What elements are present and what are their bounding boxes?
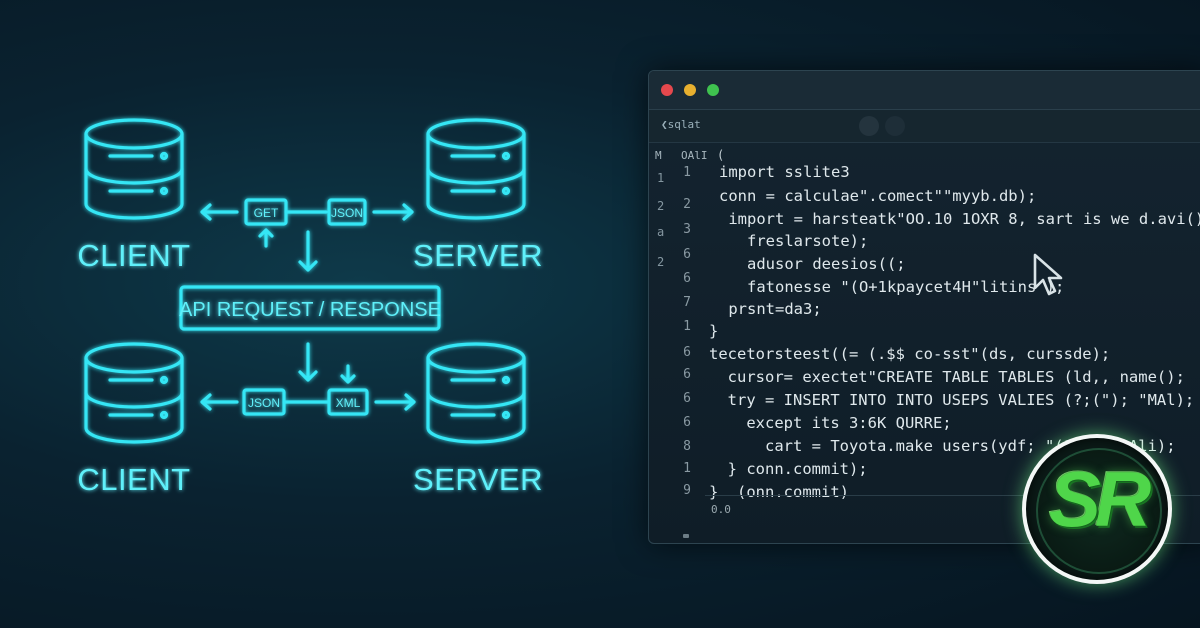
- close-button[interactable]: [661, 84, 673, 96]
- code-line: tecetorsteest((= (.$$ co-sst"(ds, curssd…: [709, 345, 1111, 363]
- breadcrumb-brace: (: [717, 148, 725, 162]
- client-label-top: CLIENT: [77, 238, 190, 273]
- editor-status: 0.0: [711, 503, 731, 516]
- server-db-icon-bottom: [426, 342, 526, 444]
- breadcrumb-label[interactable]: OAlI: [681, 149, 708, 162]
- search-icon[interactable]: [885, 116, 905, 136]
- code-line: conn = calculae".comect""myyb.db);: [719, 187, 1037, 205]
- line-number: 1: [683, 165, 691, 180]
- code-line: prsnt=da3;: [719, 300, 822, 318]
- line-number: 6: [683, 391, 691, 406]
- tag-json-top: JSON: [331, 206, 363, 220]
- editor-titlebar: [649, 71, 1200, 110]
- line-number: 6: [683, 415, 691, 430]
- code-line: import = harsteatk"OO.10 1OXR 8, sart is…: [719, 210, 1200, 228]
- tab-label[interactable]: ❮sqlat: [661, 118, 701, 131]
- outer-gutter-line: 2: [657, 199, 665, 213]
- file-icon: M: [655, 149, 662, 162]
- outer-gutter-line: 2: [657, 255, 665, 269]
- tab-action-icon[interactable]: [859, 116, 879, 136]
- line-number: 3: [683, 222, 691, 237]
- minimize-button[interactable]: [684, 84, 696, 96]
- code-line: freslarsote);: [719, 232, 869, 250]
- line-number: 8: [683, 439, 691, 454]
- tag-get: GET: [254, 206, 279, 220]
- arrows-bottom: [200, 342, 416, 416]
- breadcrumb: M OAlI (: [649, 143, 1200, 171]
- client-label-bottom: CLIENT: [77, 462, 190, 497]
- code-line: fatonesse "(O+1kpaycet4H"litins );: [719, 278, 1065, 296]
- client-db-icon-top: [84, 118, 184, 220]
- api-request-label: API REQUEST / RESPONSE: [179, 299, 441, 321]
- code-line: except its 3:6K QURRE;: [709, 414, 952, 432]
- code-editor-window: ❮sqlat M OAlI ( 1 2 a 2 1 2 3 6 6 7 1 6 …: [648, 70, 1200, 544]
- outer-gutter-line: 1: [657, 171, 665, 185]
- api-request-box: [179, 285, 441, 331]
- line-number: 1: [683, 461, 691, 476]
- server-db-icon-top: [426, 118, 526, 220]
- code-line: adusor deesios((;: [719, 255, 906, 273]
- server-label-bottom: SERVER: [413, 462, 543, 497]
- line-number: 1: [683, 319, 691, 334]
- api-diagram: CLIENT SERVER CLIENT SERVER GET JSON API…: [77, 118, 543, 497]
- code-line: cart = Toyota.make users(ydf; "(1); ","A…: [709, 437, 1176, 455]
- arrows-top: [200, 198, 414, 272]
- tag-xml: XML: [336, 396, 361, 410]
- code-line: }: [709, 322, 719, 340]
- code-line: } conn.commit);: [709, 460, 868, 478]
- logo-inner: [1036, 448, 1162, 574]
- maximize-button[interactable]: [707, 84, 719, 96]
- line-number: 6: [683, 345, 691, 360]
- line-number: 6: [683, 271, 691, 286]
- mouse-pointer-icon: [1033, 253, 1063, 296]
- outer-gutter-line: a: [657, 225, 665, 239]
- line-number: 7: [683, 295, 691, 310]
- line-number: 6: [683, 247, 691, 262]
- line-number: 2: [683, 197, 691, 212]
- code-line: cursor= exectet"CREATE TABLE TABLES (ld,…: [709, 368, 1185, 386]
- editor-tabbar: ❮sqlat: [649, 110, 1200, 143]
- code-line: try = INSERT INTO INTO USEPS VALIES (?;(…: [709, 391, 1195, 409]
- server-label-top: SERVER: [413, 238, 543, 273]
- logo-text: SR: [1048, 455, 1151, 543]
- line-number: 9: [683, 483, 691, 498]
- client-db-icon-bottom: [84, 342, 184, 444]
- brand-logo: SR: [1022, 434, 1172, 584]
- scroll-handle[interactable]: [683, 534, 689, 538]
- code-area[interactable]: import sslite3 conn = calculae".comect""…: [709, 163, 1200, 501]
- code-line: import sslite3: [719, 163, 850, 181]
- code-line: } (onn.commit): [709, 483, 849, 501]
- line-number: 6: [683, 367, 691, 382]
- editor-divider: [705, 495, 1200, 496]
- tag-json-bottom: JSON: [248, 396, 280, 410]
